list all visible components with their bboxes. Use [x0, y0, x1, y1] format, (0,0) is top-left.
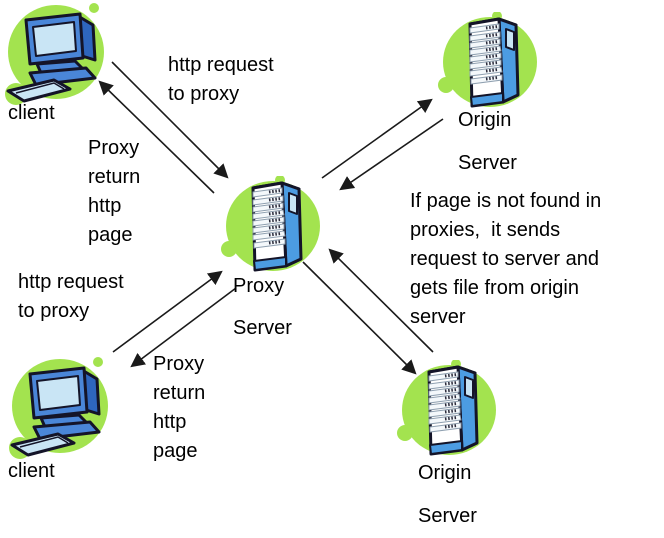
annotation-right-note: If page is not found in proxies, it send… [410, 190, 602, 328]
origin-bottom-label-line2: Server [418, 505, 477, 527]
proxy-server-tower-icon [221, 176, 320, 272]
client-computer-icon [5, 3, 104, 105]
arrow-origin-top-to-proxy [339, 118, 444, 191]
annotation-bottom-center-return: Proxy return http page [153, 353, 206, 462]
origin-top-label-line2: Server [458, 152, 517, 174]
client-bottom-label: client [8, 460, 55, 482]
origin-top-label-line1: Origin [458, 109, 512, 131]
annotation-top-request: http request to proxy [168, 54, 274, 105]
arrow-proxy-to-origin-top [321, 98, 433, 179]
client-computer-icon [9, 357, 108, 459]
origin-bottom-label-line1: Origin [418, 462, 472, 484]
client-top-label: client [8, 102, 55, 124]
proxy-label-line2: Server [233, 317, 292, 339]
server-tower-icon [397, 360, 496, 456]
arrow-client-bottom-to-proxy [112, 270, 223, 353]
annotation-bottom-left-request: http request to proxy [18, 271, 124, 322]
server-tower-icon [438, 12, 537, 108]
annotation-left-return: Proxy return http page [88, 137, 141, 246]
proxy-label-line1: Proxy [233, 275, 285, 297]
